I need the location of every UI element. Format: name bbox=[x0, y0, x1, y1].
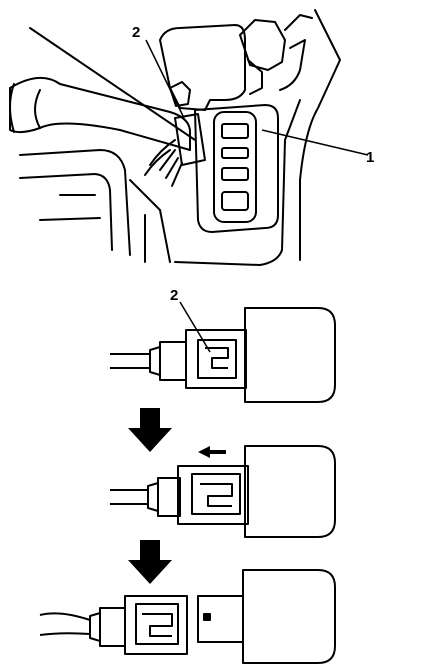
background-leader-line bbox=[29, 27, 196, 141]
step2-connector-collar bbox=[157, 477, 181, 517]
right-body-panel-inner bbox=[174, 99, 301, 266]
step3-wires bbox=[39, 612, 91, 636]
step1-callout-leader bbox=[179, 301, 211, 353]
step-1-connected bbox=[110, 307, 336, 403]
top-connector-wires bbox=[159, 149, 183, 187]
step3-connector-latch bbox=[135, 603, 179, 645]
step3-relay-socket bbox=[197, 595, 244, 643]
left-arrow-icon bbox=[198, 446, 226, 458]
relay-body bbox=[213, 111, 257, 223]
installed-location-view bbox=[9, 9, 341, 266]
right-body-panel bbox=[299, 9, 341, 261]
step-2-sliding bbox=[110, 445, 336, 538]
left-pipe bbox=[9, 77, 191, 151]
relay-slot-4 bbox=[221, 191, 249, 211]
step1-connector-latch bbox=[197, 339, 237, 379]
step3-relay-housing bbox=[242, 569, 336, 664]
relay-slot-2 bbox=[221, 147, 249, 159]
callout-2-leader bbox=[145, 39, 185, 119]
step3-relay-terminal bbox=[203, 613, 211, 621]
lower-structure bbox=[129, 179, 171, 263]
left-body-panel-edge bbox=[19, 173, 113, 251]
relay-slot-1 bbox=[221, 123, 249, 139]
top-callouts: 1 2 bbox=[132, 24, 374, 166]
top-connector-tab bbox=[169, 81, 191, 107]
callout-2-label: 2 bbox=[132, 24, 140, 41]
left-body-lower bbox=[39, 217, 101, 221]
step2-connector-body bbox=[177, 465, 249, 525]
step2-relay-housing bbox=[244, 445, 336, 538]
step1-connector-collar bbox=[159, 341, 187, 381]
step2-connector-latch bbox=[191, 473, 241, 515]
step2-wires bbox=[110, 489, 148, 505]
step1-callout-label: 2 bbox=[170, 287, 178, 304]
left-body-panel bbox=[19, 149, 131, 256]
relay-bracket bbox=[194, 104, 279, 233]
step-3-disconnected bbox=[39, 569, 336, 664]
upper-right-cable bbox=[239, 19, 286, 71]
top-connector bbox=[174, 113, 206, 166]
step1-relay-housing bbox=[244, 307, 336, 403]
relay-slot-3 bbox=[221, 167, 249, 181]
left-pipe-ring-2 bbox=[9, 83, 15, 133]
down-arrow-icon bbox=[128, 540, 172, 584]
step3-connector-ridge bbox=[89, 612, 101, 642]
step1-wires bbox=[110, 353, 150, 369]
step3-connector-collar bbox=[99, 607, 126, 647]
upper-right-clip bbox=[247, 59, 263, 95]
upper-bracket bbox=[159, 24, 246, 111]
step2-connector-ridge bbox=[147, 482, 159, 512]
left-pipe-ring bbox=[34, 89, 41, 129]
step1-callout: 2 bbox=[170, 287, 211, 353]
callout-1-label: 1 bbox=[366, 149, 374, 166]
upper-right-hose bbox=[279, 14, 313, 91]
callout-1-leader bbox=[261, 129, 369, 156]
step1-connector-ridge bbox=[149, 346, 161, 376]
down-arrow-icon bbox=[128, 408, 172, 452]
top-connector-wire-bundle bbox=[144, 139, 176, 176]
